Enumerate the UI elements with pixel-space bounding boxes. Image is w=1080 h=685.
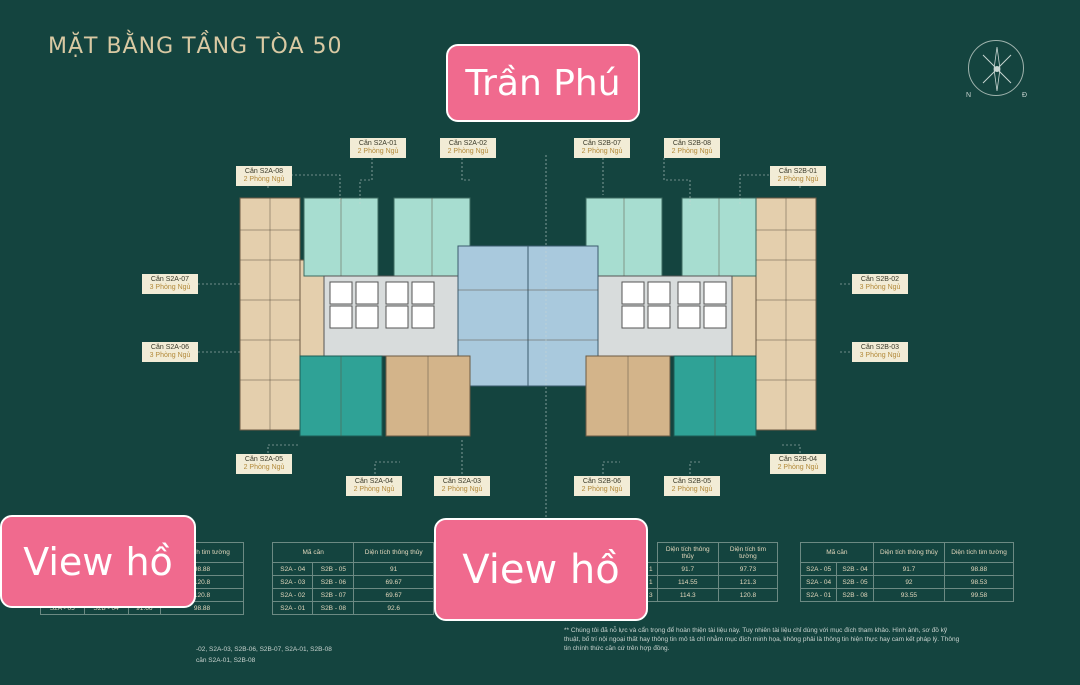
highlight-view-ho-middle: View hồ [434, 518, 648, 621]
compass-label-n: N [966, 92, 972, 99]
footnote-left-2: căn S2A-01, S2B-08 [196, 657, 256, 664]
highlight-view-ho-left: View hồ [0, 515, 196, 608]
footnote-left-1: -02, S2A-03, S2B-06, S2B-07, S2A-01, S2B… [196, 646, 332, 653]
disclaimer-note: ** Chúng tôi đã nỗ lực và cẩn trọng để h… [564, 627, 960, 652]
page-title: MẶT BẰNG TẦNG TÒA 50 [48, 34, 343, 59]
highlight-tran-phu: Trần Phú [446, 44, 640, 122]
compass-icon [968, 40, 1024, 96]
floor-plan [236, 190, 820, 438]
compass-label-e: Đ [1022, 92, 1028, 99]
